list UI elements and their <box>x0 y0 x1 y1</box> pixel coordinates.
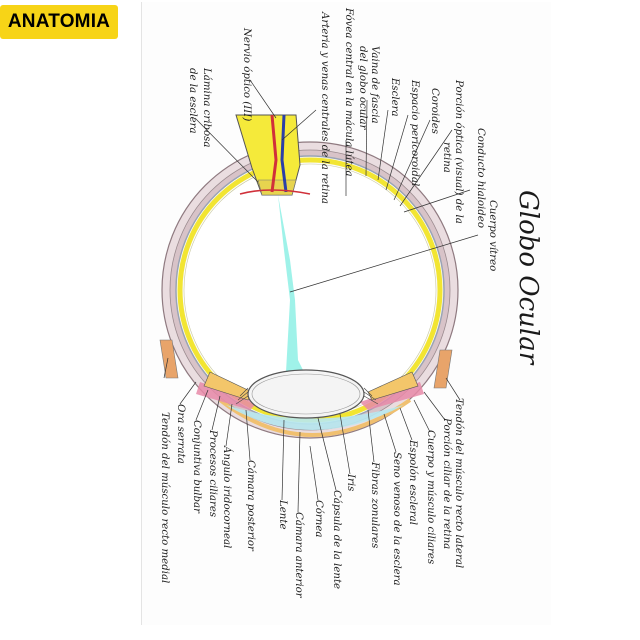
eyeball <box>159 114 459 439</box>
label-tendon-lateral: Tendón del músculo recto lateral <box>453 398 465 568</box>
label-conducto-hialoideo: Conducto hialoideo <box>475 128 486 228</box>
lens <box>247 369 365 419</box>
lamina-cribosa <box>257 179 297 196</box>
anterior-chamber <box>226 405 404 430</box>
label-espacio-pericoroidal: Espacio pericoroidal <box>409 79 420 186</box>
label-cornea: Córnea <box>313 500 325 537</box>
label-cuerpo-ciliar: Cuerpo y músculo ciliares <box>425 430 437 564</box>
retinal-vessels <box>239 189 311 195</box>
label-conjuntiva: Conjuntiva bulbar <box>191 420 202 514</box>
label-porcion-ciliar: Porción ciliar de la retina <box>441 417 453 549</box>
label-procesos-ciliares: Procesos ciliares <box>207 429 218 517</box>
label-lamina-cribosa-2: de la esclera <box>187 68 198 134</box>
iris-left <box>196 382 258 410</box>
label-capsula: Cápsula de la lente <box>331 490 343 589</box>
label-espolon: Espolón escleral <box>407 439 419 525</box>
title: Globo Ocular <box>513 190 543 366</box>
label-porcion-optica-1: Porción óptica (visual) de la <box>453 79 465 224</box>
anatomia-badge: ANATOMIA <box>0 5 118 39</box>
medial-rectus-tendon <box>159 339 179 379</box>
central-vein <box>280 114 288 193</box>
label-fibras-zonulares: Fibras zonulares <box>369 461 380 548</box>
label-esclera: Esclera <box>389 77 400 117</box>
label-iris: Iris <box>345 473 356 491</box>
label-nervio-optico: Nervio óptico (III) <box>241 27 253 121</box>
label-vaina-fascia-2: del globo ocular <box>357 46 368 131</box>
label-fovea: Fóvea central en la mácula lútea <box>343 7 355 177</box>
lens-capsule <box>251 373 361 415</box>
label-coroides: Coroides <box>429 88 440 134</box>
badge-label: ANATOMIA <box>7 11 111 32</box>
label-seno-venoso: Seno venoso de la esclera <box>391 452 402 586</box>
label-tendon-medial: Tendón del músculo recto medial <box>159 412 171 583</box>
label-camara-posterior: Cámara posterior <box>245 460 257 552</box>
label-camara-anterior: Cámara anterior <box>293 512 305 599</box>
ciliary-body-left <box>203 371 253 401</box>
label-vaina-fascia-1: Vaina de fascia <box>369 46 380 124</box>
labels: Nervio óptico (III) Lámina cribosa de la… <box>159 7 499 599</box>
central-artery <box>270 114 278 193</box>
label-lente: Lente <box>277 499 288 529</box>
cornea <box>218 398 412 437</box>
leader-lines <box>163 79 479 513</box>
label-arteria-venas: Arteria y venas centrales de la retina <box>319 11 330 204</box>
zonular-fibers <box>235 387 379 405</box>
label-porcion-optica-2: retina <box>441 142 452 173</box>
label-lamina-cribosa-1: Lámina cribosa <box>201 67 213 147</box>
hyaloid-canal <box>278 195 304 372</box>
label-cuerpo-vitreo: Cuerpo vítreo <box>487 200 499 271</box>
label-ora-serrata: Ora serrata <box>175 404 186 464</box>
ciliary-body-right <box>367 371 419 401</box>
lateral-rectus-tendon <box>433 349 453 389</box>
label-angulo: Ángulo iridocorneal <box>221 445 235 548</box>
